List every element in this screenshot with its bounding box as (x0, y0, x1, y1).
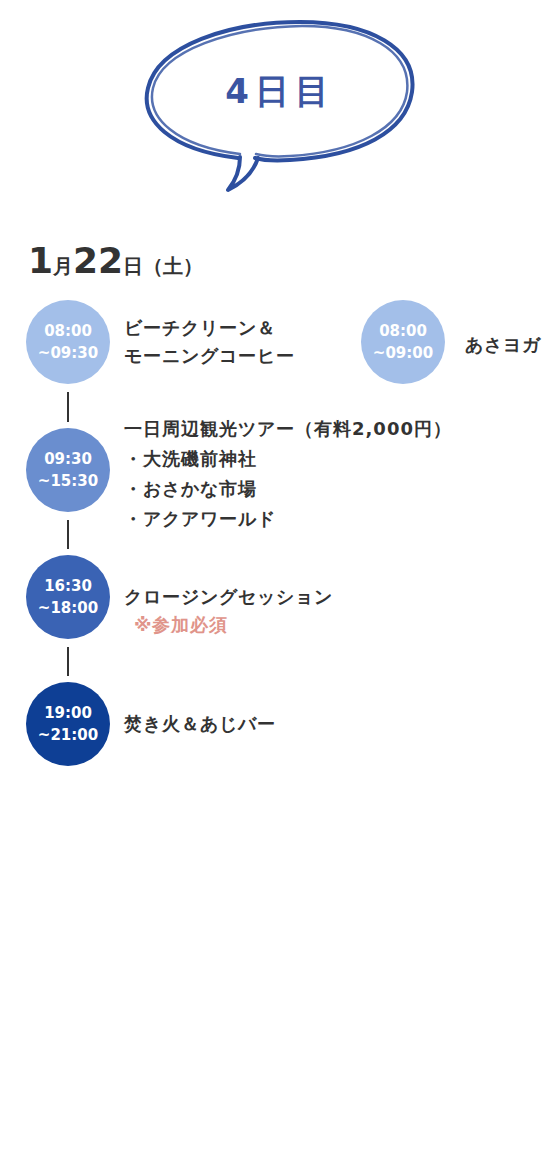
time-circle: 08:00 ~09:00あさヨガ (361, 300, 445, 384)
time-range: 19:00 ~21:00 (26, 682, 110, 766)
time-circle: 09:30 ~15:30一日周辺観光ツアー（有料2,000円）・大洗磯前神社・お… (26, 428, 110, 512)
timeline-connector (67, 520, 69, 549)
event-title: あさヨガ (465, 331, 541, 359)
event-detail: ・おさかな市場 (124, 474, 452, 504)
event-title: 焚き火＆あじバー (124, 710, 276, 738)
time-range: 08:00 ~09:00 (361, 300, 445, 384)
schedule-text-group: ビーチクリーン＆ モーニングコーヒー (124, 314, 314, 370)
time-circle: 19:00 ~21:00焚き火＆あじバー (26, 682, 110, 766)
schedule-text-group: 焚き火＆あじバー (124, 710, 276, 738)
timeline-connector (67, 392, 69, 422)
time-range: 16:30 ~18:00 (26, 555, 110, 639)
required-note: ※参加必須 (134, 614, 229, 635)
time-range: 09:30 ~15:30 (26, 428, 110, 512)
time-circle: 08:00 ~09:30ビーチクリーン＆ モーニングコーヒー (26, 300, 110, 384)
event-title: ビーチクリーン＆ モーニングコーヒー (124, 314, 314, 370)
event-title: クロージングセッション (124, 586, 333, 607)
event-detail: ・アクアワールド (124, 504, 452, 534)
timeline-connector (67, 647, 69, 676)
event-detail: ・大洗磯前神社 (124, 444, 452, 474)
date-label: 1月22日（土） (28, 240, 203, 281)
bubble-title: 4日目 (150, 68, 410, 114)
time-range: 08:00 ~09:30 (26, 300, 110, 384)
time-circle: 16:30 ~18:00クロージングセッション※参加必須 (26, 555, 110, 639)
schedule-text-group: あさヨガ (465, 331, 541, 359)
event-title: 一日周辺観光ツアー（有料2,000円） (124, 414, 452, 444)
schedule-text-group: 一日周辺観光ツアー（有料2,000円）・大洗磯前神社・おさかな市場・アクアワール… (124, 414, 452, 534)
schedule-text-group: クロージングセッション ※参加必須 (124, 583, 333, 639)
